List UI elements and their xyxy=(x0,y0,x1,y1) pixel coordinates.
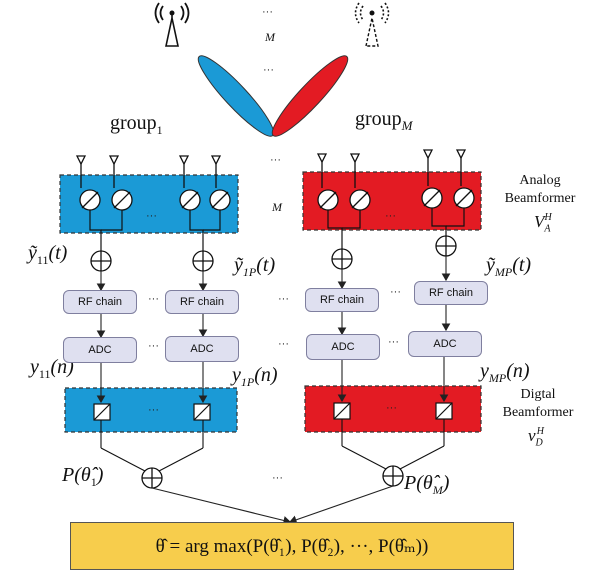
tx-dots-2: ··· xyxy=(263,64,274,76)
signal-arrows xyxy=(96,256,451,525)
adc-1: ADC xyxy=(63,337,137,363)
group-M-label: groupM xyxy=(355,108,413,133)
adc-dots-3: ··· xyxy=(388,336,399,348)
signal-y1P-n: y1P(n) xyxy=(232,364,278,389)
signal-yMP-t: ỹMP(t) xyxy=(486,254,532,279)
p-theta-1: P(θ̂1) xyxy=(62,464,104,489)
rf-dots-2: ··· xyxy=(278,293,289,305)
tx-antenna-right-icon xyxy=(354,2,390,47)
groupM-inner-dots: ··· xyxy=(385,210,396,222)
rf-chain-4: RF chain xyxy=(414,281,488,305)
digital-dots-2: ··· xyxy=(386,402,397,414)
signal-yMP-n: yMP(n) xyxy=(480,360,530,385)
adc-4: ADC xyxy=(408,331,482,357)
rf-chain-1: RF chain xyxy=(63,290,137,314)
digital-wiring xyxy=(100,419,445,472)
signal-y1P-t: ỹ1P(t) xyxy=(234,254,276,279)
analog-matrix-label: VAH xyxy=(534,212,552,235)
digital-beamformer-label: Digtal Beamformer xyxy=(502,387,574,420)
digital-matrix-label: vDH xyxy=(528,426,545,449)
rf-chain-3: RF chain xyxy=(305,288,379,312)
signal-y11-t: ỹ11(t) xyxy=(28,242,68,267)
adc-dots-2: ··· xyxy=(278,338,289,350)
tx-count-label: M xyxy=(265,30,275,44)
tx-antenna-left-icon xyxy=(154,2,190,47)
group1-inner-dots: ··· xyxy=(146,210,157,222)
sum-nodes xyxy=(90,235,457,489)
rf-dots-1: ··· xyxy=(148,293,159,305)
analog-beamformer-label: Analog Beamformer xyxy=(504,173,576,206)
argmax-formula: θ̂ = arg max(P(θ̂₁), P(θ̂₂), ···, P(θ̂ₘ)… xyxy=(70,522,514,570)
red-beam xyxy=(271,55,349,137)
p-theta-M: P(θ̂M) xyxy=(404,472,450,497)
rx-antennas xyxy=(75,149,467,188)
adc-dots-1: ··· xyxy=(148,340,159,352)
adc-2: ADC xyxy=(165,336,239,362)
rf-chain-2: RF chain xyxy=(165,290,239,314)
tx-dots: ··· xyxy=(262,6,273,18)
digital-dots-1: ··· xyxy=(148,404,159,416)
output-dots: ··· xyxy=(272,472,283,484)
rf-dots-3: ··· xyxy=(390,286,401,298)
group-1-label: group1 xyxy=(110,112,163,137)
array-dots: ··· xyxy=(270,154,281,166)
array-M-label: M xyxy=(272,200,282,214)
adc-3: ADC xyxy=(306,334,380,360)
analog-wiring xyxy=(89,208,465,251)
